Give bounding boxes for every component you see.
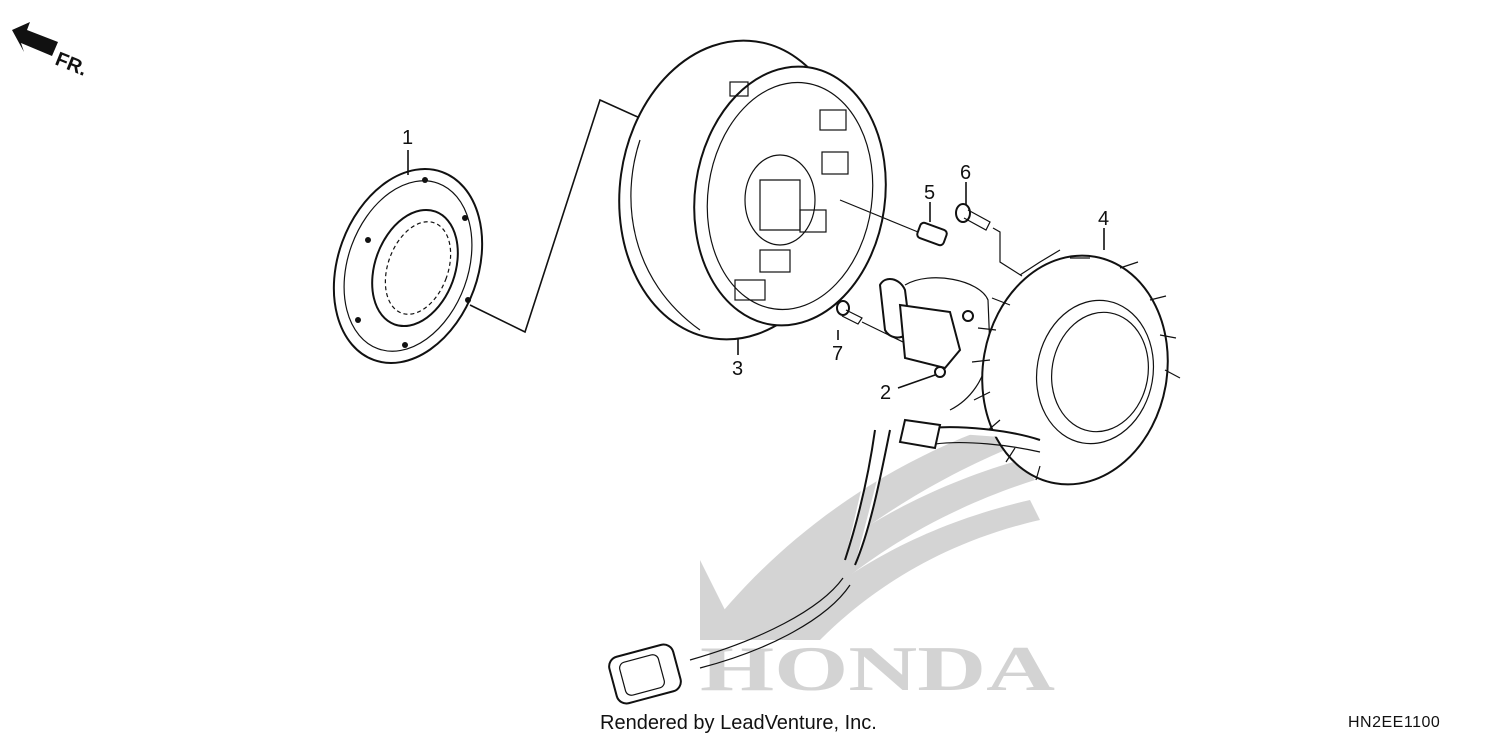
honda-wing-logo: HONDA — [700, 420, 1055, 704]
part-3-flywheel — [618, 39, 887, 341]
callout-1: 1 — [402, 127, 413, 149]
callout-5: 5 — [924, 182, 935, 204]
part-6-bolt — [955, 203, 1023, 277]
part-1-clutch-plate — [332, 168, 484, 364]
part-5-bolt — [839, 199, 948, 247]
part-4-stator — [971, 249, 1181, 486]
honda-watermark-text: HONDA — [700, 633, 1055, 704]
front-arrow-icon — [12, 22, 58, 56]
callout-6: 6 — [960, 162, 971, 184]
wire-harness — [608, 418, 1041, 705]
fr-label: FR. — [52, 48, 90, 80]
render-credit: Rendered by LeadVenture, Inc. — [600, 712, 877, 734]
callout-2: 2 — [880, 382, 891, 404]
part-2-pulse-generator — [878, 277, 991, 411]
callout-4: 4 — [1098, 208, 1109, 230]
callout-7: 7 — [832, 343, 843, 365]
callout-3: 3 — [732, 358, 743, 380]
diagram-code: HN2EE1100 — [1348, 714, 1441, 731]
